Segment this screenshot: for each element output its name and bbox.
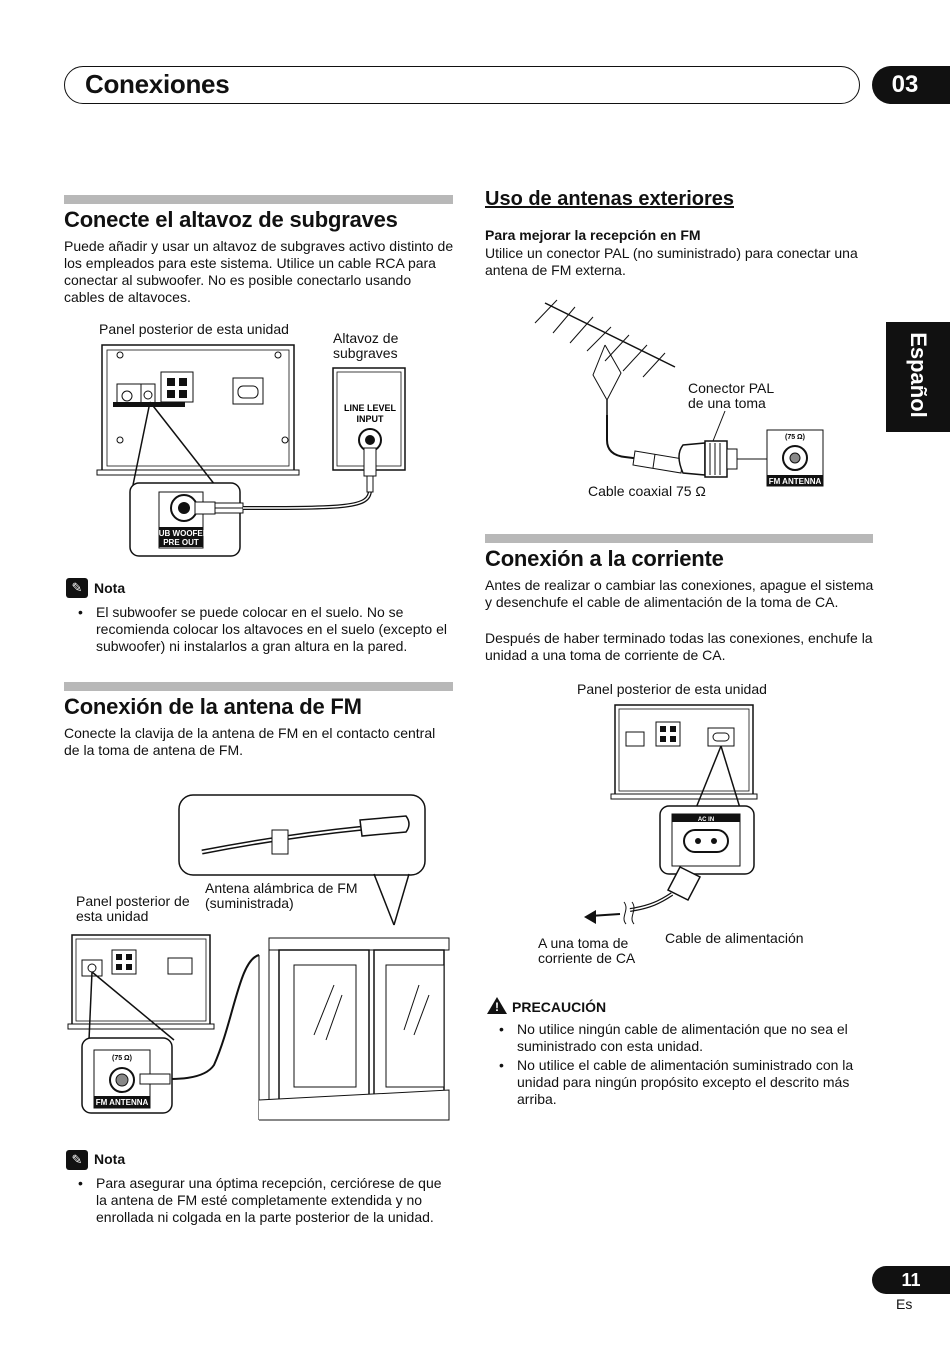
subwoofer-speaker-caption: Altavoz de subgraves (333, 330, 399, 361)
outlet-caption: A una toma de corriente de CA (538, 935, 636, 966)
note-label: Nota (94, 580, 126, 596)
svg-text:FM ANTENNA: FM ANTENNA (96, 1098, 149, 1107)
power-body-1: Antes de realizar o cambiar las conexion… (485, 577, 874, 610)
power-body-2: Después de haber terminado todas las con… (485, 630, 873, 663)
page-title: Conexiones (85, 69, 230, 99)
caution-label: PRECAUCIÓN (512, 999, 607, 1015)
pal-connector-caption: Conector PAL de una toma (688, 380, 774, 411)
power-heading: Conexión a la corriente (485, 546, 724, 571)
caution-item: No utilice el cable de alimentación sumi… (485, 1057, 875, 1108)
coax-cable-caption: Cable coaxial 75 Ω (588, 483, 706, 499)
note-pencil-icon: ✎ (66, 578, 88, 598)
svg-text:PRE OUT: PRE OUT (163, 538, 199, 547)
note-item: El subwoofer se puede colocar en el suel… (64, 604, 454, 655)
svg-text:SUB WOOFER: SUB WOOFER (153, 529, 208, 538)
subwoofer-panel-caption: Panel posterior de esta unidad (99, 321, 289, 337)
subwoofer-body: Puede añadir y usar un altavoz de subgra… (64, 238, 454, 305)
language-side-tab (886, 322, 950, 432)
note-label: Nota (94, 1151, 126, 1167)
power-panel-caption: Panel posterior de esta unidad (577, 681, 767, 697)
page-number-badge: 11 (872, 1266, 950, 1294)
chapter-badge: 03 (872, 66, 950, 104)
outdoor-antenna-subheading: Para mejorar la recepción en FM (485, 227, 701, 243)
caution-triangle-icon (487, 997, 507, 1014)
caution-item: No utilice ningún cable de alimentación … (485, 1021, 875, 1055)
fm-antenna-diagram: (75 Ω) FM ANTENNA (67, 794, 450, 1121)
header-bar: Conexiones (64, 66, 860, 104)
svg-text:INPUT: INPUT (357, 414, 385, 424)
section-bar (64, 682, 453, 691)
note-pencil-icon: ✎ (66, 1150, 88, 1170)
caution-exclamation-icon: ! (495, 1000, 499, 1014)
svg-text:(75 Ω): (75 Ω) (112, 1055, 132, 1062)
svg-text:LINE LEVEL: LINE LEVEL (344, 403, 397, 413)
language-code: Es (896, 1296, 913, 1312)
fm-antenna-caption: Antena alámbrica de FM (suministrada) (205, 880, 358, 911)
section-bar (64, 195, 453, 204)
outdoor-antenna-body: Utilice un conector PAL (no suministrado… (485, 245, 858, 278)
power-cord-caption: Cable de alimentación (665, 930, 804, 946)
fm-panel-caption: Panel posterior de esta unidad (76, 893, 190, 924)
outdoor-antenna-diagram: (75 Ω) FM ANTENNA (534, 299, 824, 487)
note-item: Para asegurar una óptima recepción, cerc… (64, 1175, 454, 1226)
power-diagram: AC IN (584, 704, 758, 925)
fm-antenna-body: Conecte la clavija de la antena de FM en… (64, 725, 436, 758)
outdoor-antenna-heading: Uso de antenas exteriores (485, 188, 734, 210)
svg-text:FM ANTENNA: FM ANTENNA (769, 477, 822, 486)
section-bar (485, 534, 873, 543)
svg-text:AC IN: AC IN (698, 817, 714, 823)
subwoofer-diagram: SUB WOOFER PRE OUT LINE LEVEL INPUT (96, 344, 406, 557)
language-side-tab-label: Español (906, 332, 931, 418)
svg-text:(75 Ω): (75 Ω) (785, 434, 805, 441)
fm-antenna-heading: Conexión de la antena de FM (64, 694, 362, 719)
subwoofer-heading: Conecte el altavoz de subgraves (64, 207, 398, 232)
